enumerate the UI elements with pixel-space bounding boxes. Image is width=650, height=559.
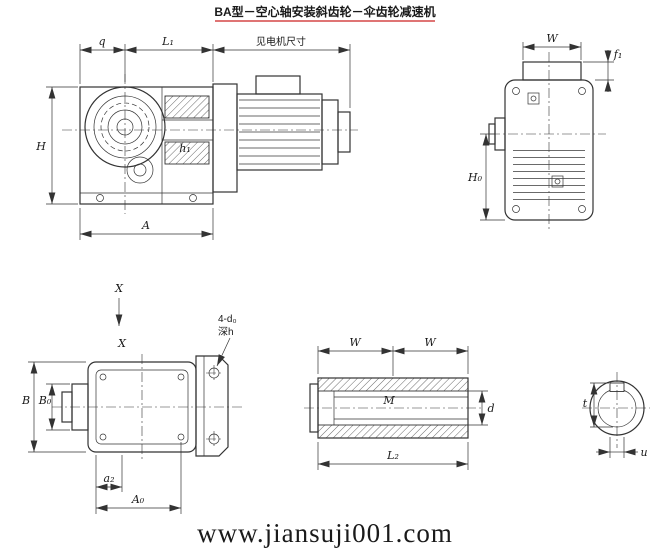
dim-h1-label: h₁ — [179, 142, 191, 155]
hole-count-note: 4-d₀ — [218, 314, 237, 325]
dim-f1-label: f₁ — [613, 48, 622, 61]
view-x-arrow-label: X — [114, 282, 124, 295]
motor-terminal-box — [255, 75, 301, 95]
dim-b0-label: B₀ — [38, 394, 52, 407]
drawing-title: BA型－空心轴安装斜齿轮－伞齿轮减速机 — [214, 4, 436, 22]
dim-a-label: A — [141, 219, 150, 232]
motor-flange — [212, 83, 238, 193]
view-x-label: X — [117, 337, 127, 350]
hollow-shaft-section-drawing: M W W L₂ d — [304, 336, 495, 470]
motor — [212, 75, 351, 193]
output-bearing-circle — [84, 86, 166, 168]
dim-l2-label: L₂ — [386, 449, 399, 462]
dim-a2-label: a₂ — [104, 472, 115, 485]
front-view-drawing: W f₁ H₀ — [467, 32, 622, 230]
dim-m-label: M — [382, 394, 395, 407]
dim-w-left-label: W — [349, 336, 362, 349]
dim-w-label: W — [546, 32, 559, 45]
top-view-drawing: X 4-d₀ 深h B B₀ — [21, 314, 242, 514]
motor-size-note: 见电机尺寸 — [256, 35, 306, 48]
mounting-flange — [195, 355, 229, 457]
dim-h-label: H — [35, 140, 46, 153]
dim-d-label: d — [487, 402, 494, 415]
dim-u-label: u — [640, 446, 647, 459]
housing-ribs — [513, 148, 585, 206]
housing-top-cap — [522, 61, 582, 81]
dim-l1-label: L₁ — [161, 35, 174, 48]
page-title: BA型－空心轴安装斜齿轮－伞齿轮减速机 — [214, 4, 435, 19]
dim-q-label: q — [98, 35, 105, 48]
dim-a0-label: A₀ — [131, 493, 145, 506]
side-view-drawing: q L₁ 见电机尺寸 H A h₁ X — [35, 35, 358, 326]
dim-h0-label: H₀ — [467, 171, 483, 184]
hole-depth-note: 深h — [218, 326, 234, 338]
bore-cross-section-drawing: t u — [582, 372, 650, 459]
dim-t-label: t — [583, 397, 588, 410]
dim-w-right-label: W — [424, 336, 437, 349]
watermark: www.jiansuji001.com — [197, 518, 453, 548]
dim-b-label: B — [21, 394, 30, 407]
